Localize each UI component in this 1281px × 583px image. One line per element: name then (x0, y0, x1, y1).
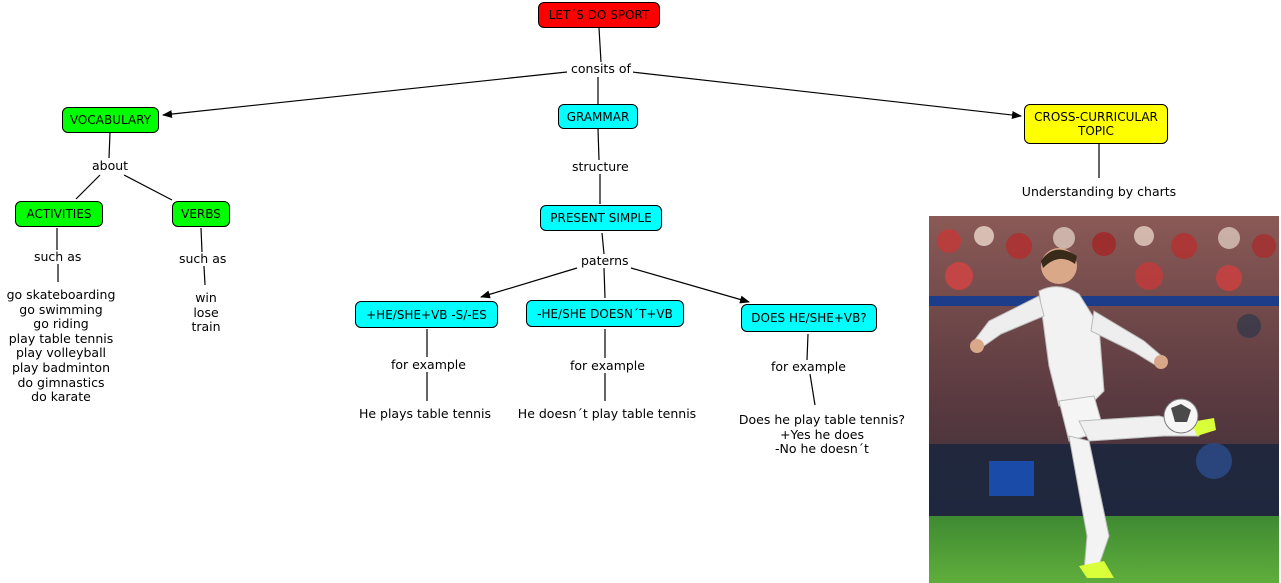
line-negative (603, 267, 606, 299)
arrow-cross (631, 71, 1022, 119)
example-question-line: -No he doesn´t (775, 441, 869, 457)
activities-list: go skateboarding go swimming go riding p… (0, 287, 122, 405)
example-negative-text: He doesn´t play table tennis (517, 406, 697, 421)
node-activities[interactable]: ACTIVITIES (15, 201, 103, 227)
node-vocabulary[interactable]: VOCABULARY (62, 107, 159, 133)
node-negative-pattern[interactable]: -HE/SHE DOESN´T+VB (526, 300, 684, 327)
footballer-photo (929, 216, 1279, 583)
link-for-example-affirmative: for example (389, 357, 468, 372)
example-question-text: Does he play table tennis? +Yes he does … (734, 412, 910, 457)
link-about: about (90, 158, 131, 173)
list-item: lose (193, 304, 219, 320)
line-grammar-structure (597, 128, 600, 161)
link-consists-of: consits of (569, 61, 633, 76)
example-affirmative-text: He plays table tennis (358, 406, 492, 421)
verbs-list: win lose train (180, 290, 232, 335)
link-patterns: paterns (579, 253, 631, 268)
list-item: play table tennis (8, 330, 114, 346)
line-q-example (806, 333, 809, 361)
list-item: do karate (31, 389, 91, 405)
footballer-illustration (929, 216, 1279, 583)
list-item: go skateboarding (6, 287, 116, 302)
link-verbs-such-as: such as (177, 251, 229, 266)
node-question-pattern[interactable]: DOES HE/SHE+VB? (741, 304, 877, 332)
line-vocab-about (108, 132, 111, 159)
line-verbs-suchas (200, 227, 203, 253)
node-lets-do-sport[interactable]: LET´S DO SPORT (538, 2, 660, 28)
node-affirmative-pattern[interactable]: +HE/SHE+VB -S/-ES (355, 301, 498, 328)
list-item: play badminton (11, 359, 110, 375)
node-verbs[interactable]: VERBS (172, 201, 230, 227)
list-item: go riding (33, 316, 89, 332)
arrow-vocabulary (162, 71, 568, 119)
node-grammar[interactable]: GRAMMAR (558, 104, 638, 129)
list-item: go swimming (19, 301, 103, 317)
list-item: do gimnastics (17, 374, 105, 390)
list-item: play volleyball (15, 345, 107, 361)
line-root-link (598, 27, 602, 63)
list-item: win (195, 290, 217, 305)
node-present-simple[interactable]: PRESENT SIMPLE (540, 205, 662, 231)
line-suchas-verbs (203, 265, 206, 286)
line-about-verbs (123, 174, 173, 201)
link-for-example-question: for example (769, 359, 848, 374)
arrow-question (630, 267, 750, 304)
line-about-activities (75, 174, 101, 200)
line-q-sentence (809, 373, 816, 406)
line-present-patterns (601, 232, 605, 255)
cross-detail-text: Understanding by charts (1021, 184, 1177, 199)
example-question-line: +Yes he does (780, 426, 864, 442)
arrow-affirmative (480, 267, 578, 299)
example-question-line: Does he play table tennis? (738, 412, 906, 427)
node-cross-curricular-topic[interactable]: CROSS-CURRICULAR TOPIC (1024, 104, 1168, 144)
list-item: train (191, 319, 221, 335)
link-structure: structure (570, 159, 631, 174)
link-activities-such-as: such as (32, 249, 84, 264)
link-for-example-negative: for example (568, 358, 647, 373)
